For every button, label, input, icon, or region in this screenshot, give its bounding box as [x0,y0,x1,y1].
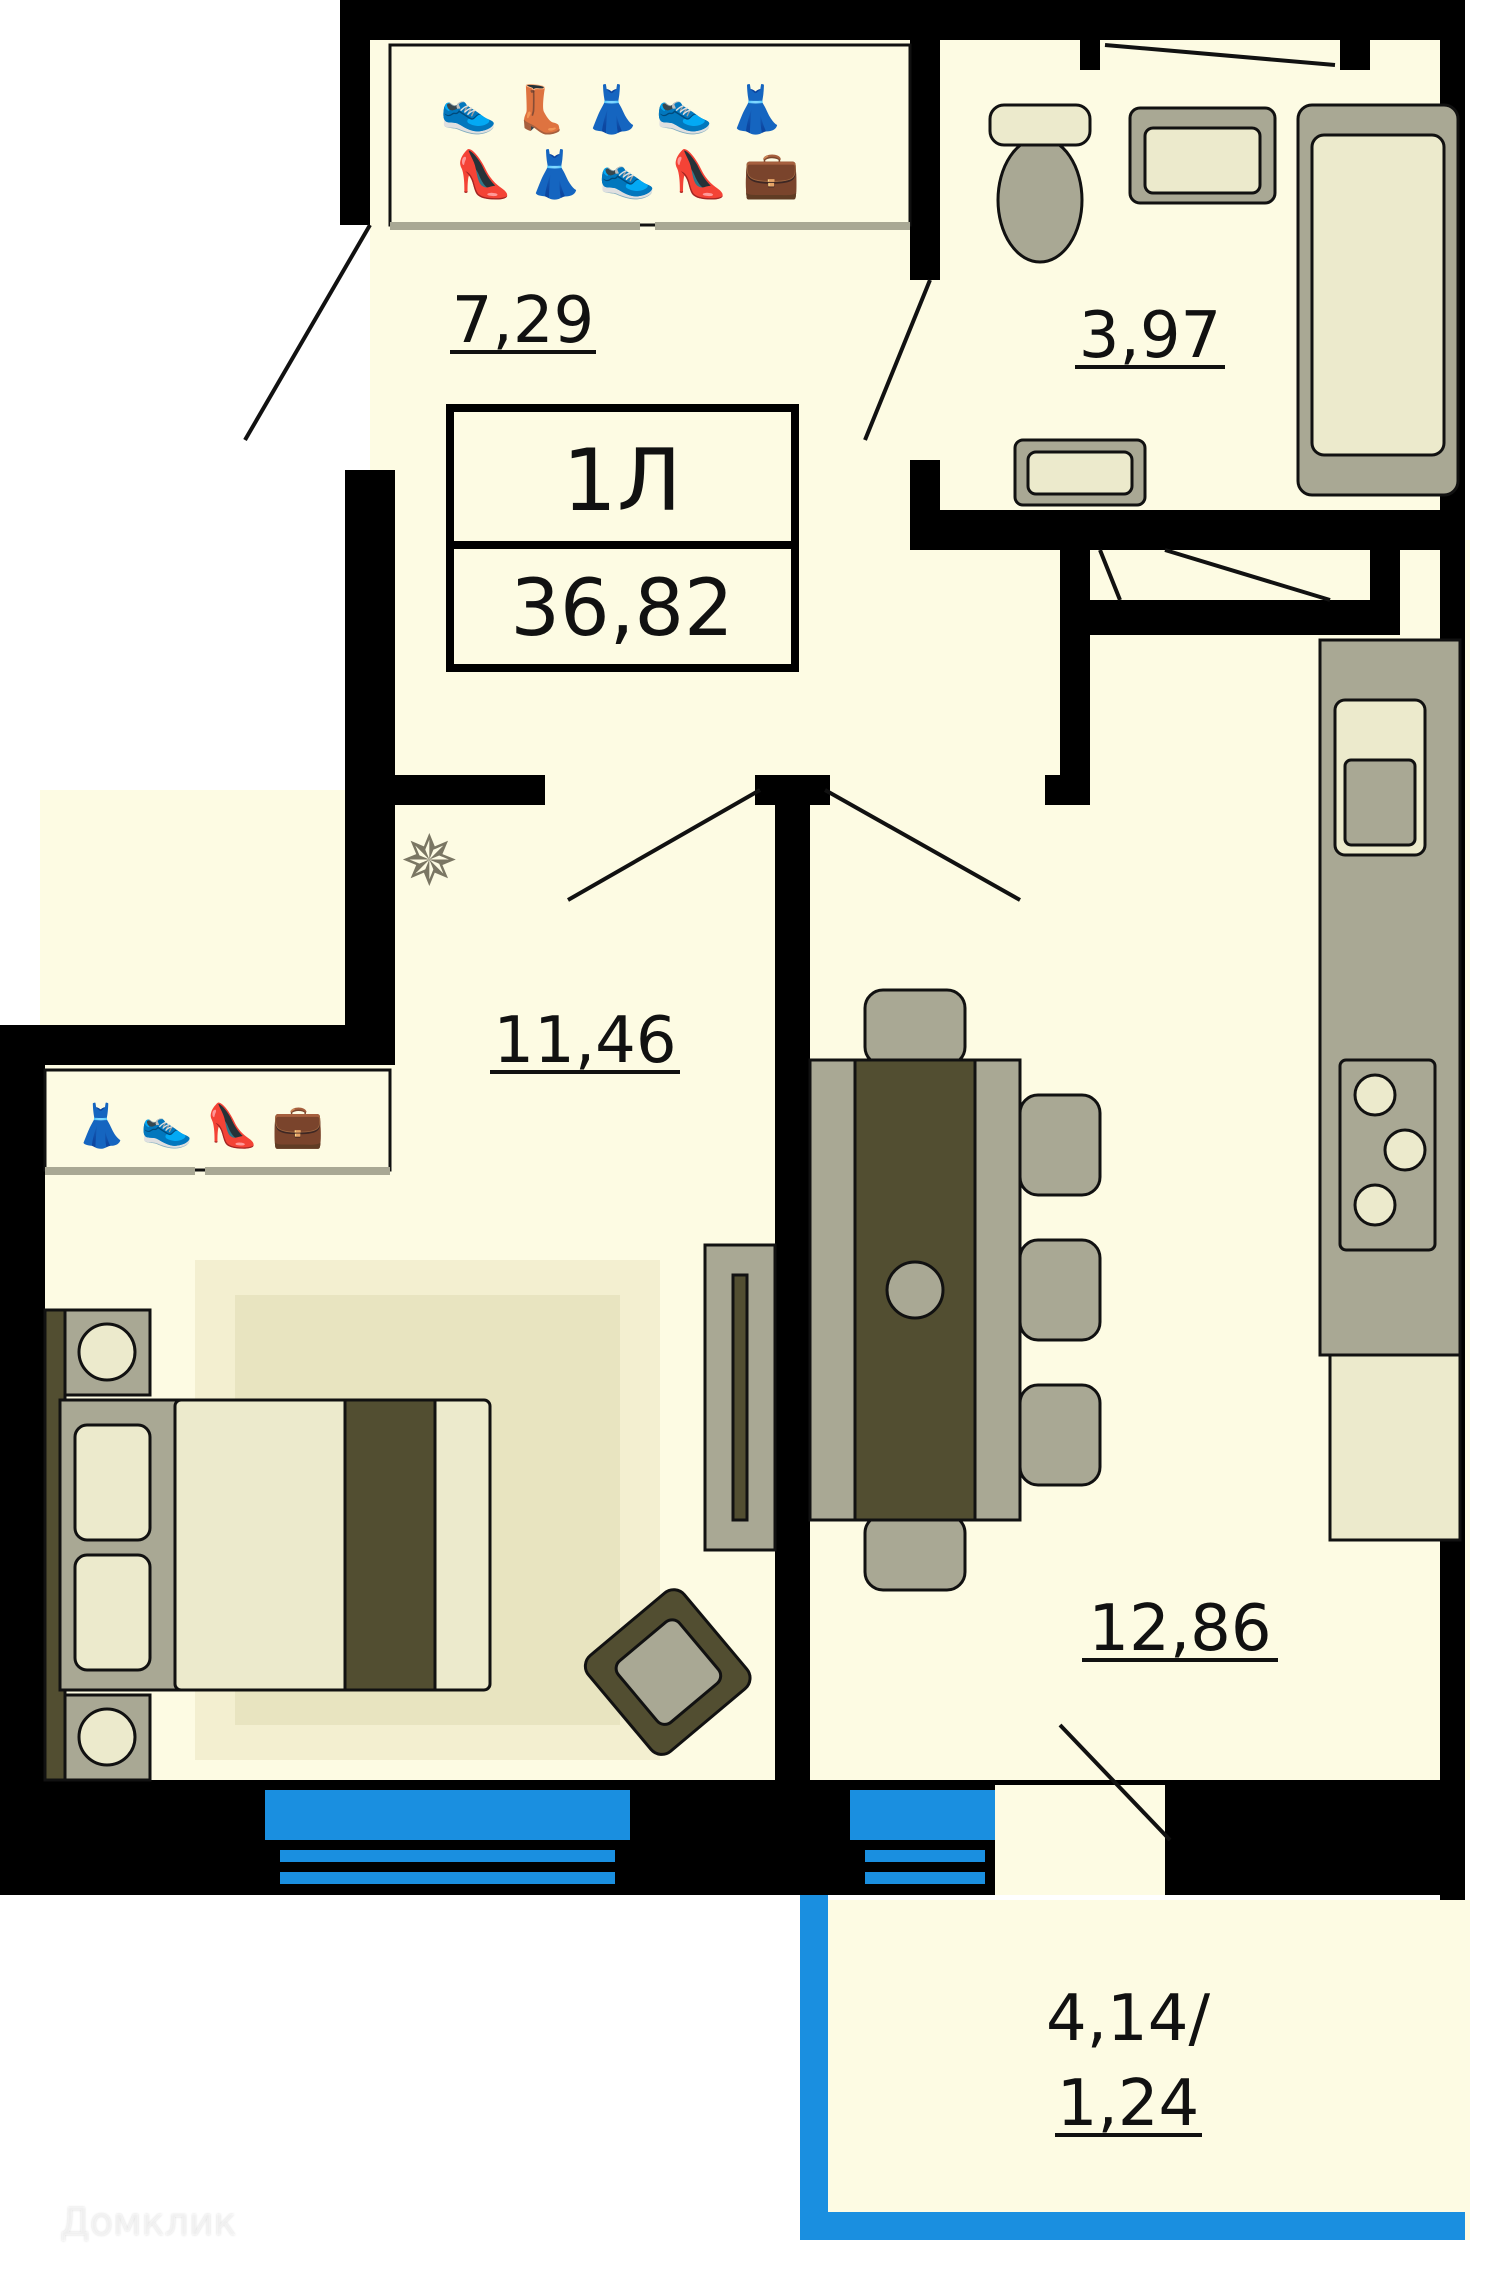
wall [1060,550,1090,805]
wall [910,510,1460,550]
total-area: 36,82 [510,564,733,654]
chair-icon [1018,1238,1102,1342]
balcony-area-total: 4,14/ [1046,1982,1211,2056]
wall [1340,40,1370,70]
bedroom-area: 11,46 [493,1004,676,1078]
wall [755,775,830,805]
sink-basin-icon [1143,126,1262,195]
lamp-icon [77,1322,137,1382]
closet-items-icon: 👗 👟 👠 💼 [75,1100,324,1151]
table-vase-icon [885,1260,945,1320]
kitchen-area: 12,86 [1088,1592,1271,1666]
wall [1080,40,1100,70]
dining-table-top-icon [853,1058,977,1522]
kitchen-door [824,788,1021,902]
watermark-logo: Домклик [60,2200,237,2244]
bathtub-basin-icon [1310,133,1446,457]
wall [1060,600,1380,635]
chair-icon [1018,1093,1102,1197]
kitchen-window [850,1790,995,1840]
bedroom-window-sill [280,1872,615,1884]
hall-area: 7,29 [452,284,595,358]
bath-fixtures [988,103,1460,507]
unit-label-box: 1Л 36,82 [446,404,799,672]
hall-wardrobe-rail [655,222,910,230]
bedroom-upper-floor [370,790,775,1050]
windows [265,1785,1465,2240]
burner-icon [1353,1183,1397,1227]
closet-line [1104,43,1336,67]
wall [0,1025,45,1895]
room-labels: 7,29 3,97 11,46 12,86 4,14/ 1,24 [450,284,1278,2141]
chair-icon [1018,1383,1102,1487]
unit-type: 1Л [562,431,681,531]
chair-icon [863,988,967,1067]
bath-area: 3,97 [1079,299,1222,373]
balcony-door [1058,1723,1172,1842]
kitchen-window-sill [865,1872,985,1884]
wall [0,1780,1465,1895]
bed-blanket-icon [173,1398,492,1692]
chair-icon [863,1513,967,1592]
bedroom-wardrobe-rail [45,1167,195,1175]
bath-door [863,279,932,441]
pillow-icon [73,1423,152,1542]
balcony-door-gap [995,1785,1165,1895]
wall [340,0,1460,40]
tv-icon [731,1273,749,1522]
balcony-glazing [800,2212,1465,2240]
kitchen-window-sill [865,1850,985,1862]
wall [775,780,810,1780]
balcony-floor [805,1900,1470,2240]
bedroom-wardrobe [43,1068,392,1172]
wall [0,1025,395,1065]
burner-icon [1383,1128,1427,1172]
wall [910,40,940,280]
pillow-icon [73,1553,152,1672]
bedroom-window [265,1790,630,1840]
kitchen-furniture [808,638,1462,1592]
burner-icon [1353,1073,1397,1117]
lamp-icon [77,1707,137,1767]
toilet-tank-icon [988,103,1092,147]
hall-wardrobe-rail [390,222,640,230]
wall [395,775,545,805]
closet-line [1164,548,1331,602]
balcony-area-reduced: 1,24 [1057,2067,1200,2141]
entry-door [243,223,372,442]
balcony-glazing [800,1895,828,2240]
bed-stripe-icon [343,1398,437,1692]
toilet-icon [996,136,1084,264]
bedroom-wardrobe-rail [205,1167,390,1175]
kitchen-sink-basin-icon [1343,758,1417,847]
plant-icon: ✵ [400,820,459,902]
wardrobes: 👟 👢 👗 👟 👗 👠 👗 👟 👠 💼 👗 👟 👠 💼 [43,43,912,1175]
closet-line [1098,549,1122,601]
washer-door-icon [1026,450,1134,496]
wall [345,470,395,1050]
closet-items-icon: 👟 👢 👗 👟 👗 [440,82,785,137]
unit-label-frame [446,404,799,672]
wall [1370,550,1400,635]
bedroom-furniture: ✵ [43,820,777,1782]
hall-wardrobe [388,43,912,227]
fridge-icon [1328,1353,1462,1542]
closet-items-icon: 👠 👗 👟 👠 💼 [455,146,800,202]
armchair-seat-icon [614,1618,723,1726]
doors [243,43,1336,1842]
bedroom-door [567,788,761,902]
bedroom-window-sill [280,1850,615,1862]
